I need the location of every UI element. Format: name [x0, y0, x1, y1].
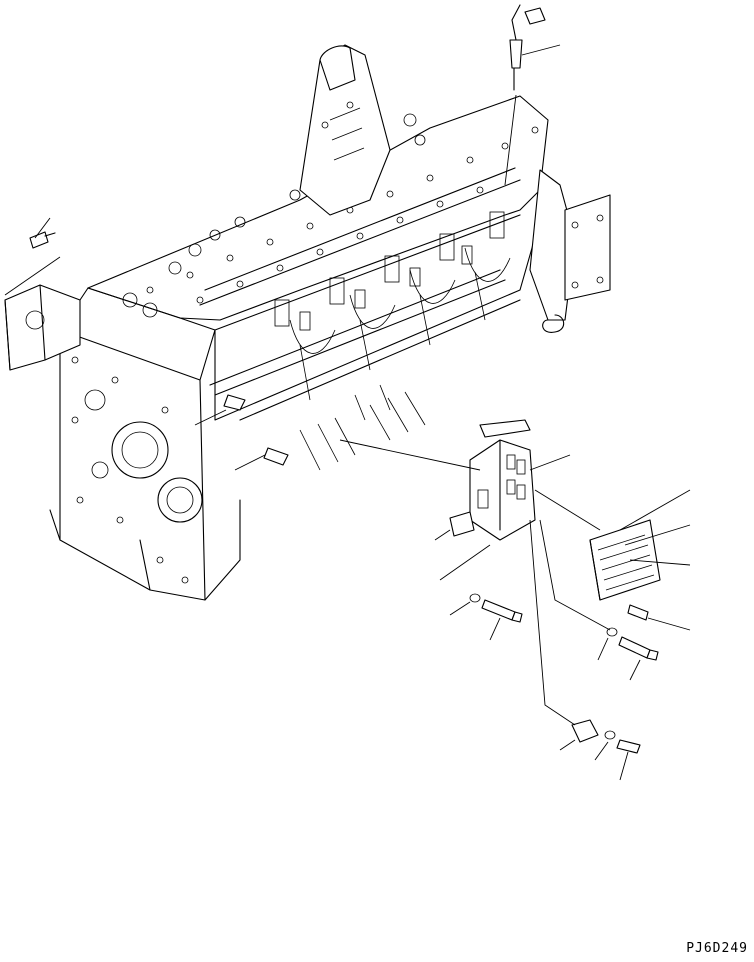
controller-bracket [339, 419, 571, 541]
engine-block [49, 44, 611, 601]
temperature-sensor-part [234, 447, 289, 471]
controller-mounting-bolt [627, 604, 691, 631]
speed-sensor-and-bolt [529, 519, 641, 781]
top-sensor-with-connector [504, 4, 561, 186]
front-cover-plate [4, 256, 81, 371]
engine-controller-unit [534, 489, 691, 601]
crank-sensor-part [194, 394, 246, 426]
drawing-reference-code: PJ6D249 [686, 941, 748, 956]
bracket-bolt-right [539, 519, 659, 681]
spacer-collar [434, 511, 475, 541]
bracket-bolt-left [439, 544, 523, 641]
pressure-sensor-part [29, 217, 56, 249]
